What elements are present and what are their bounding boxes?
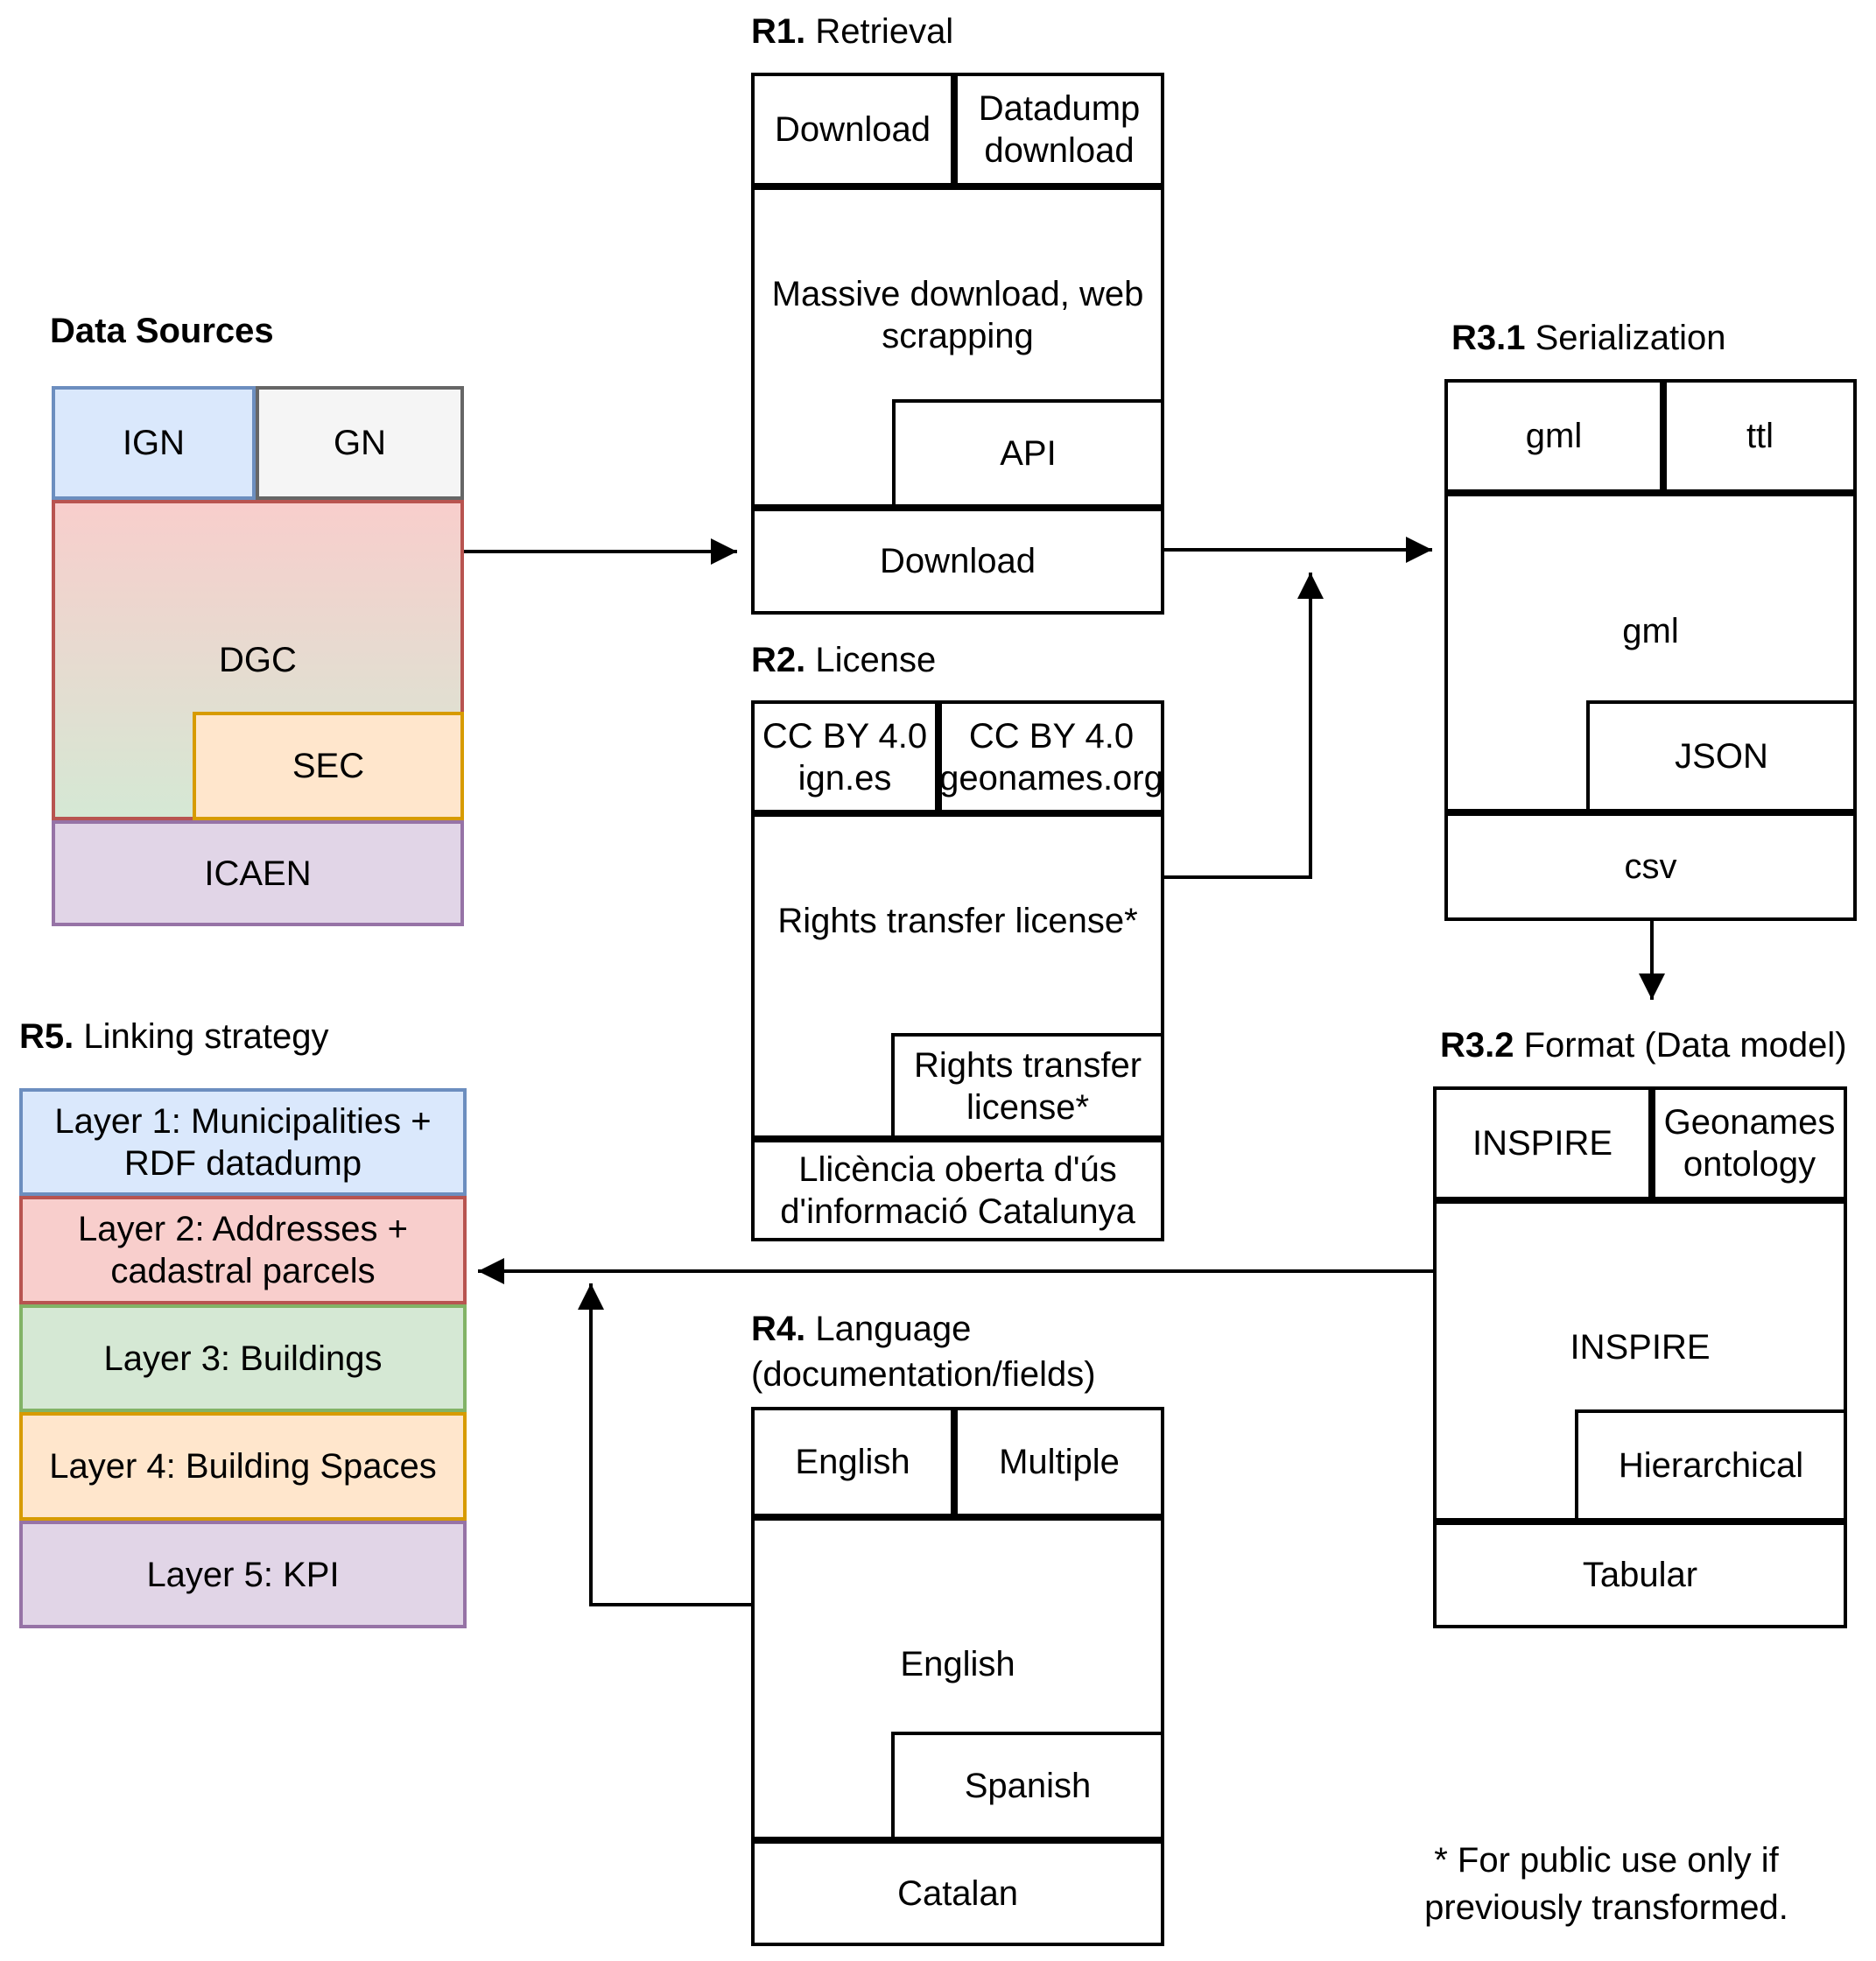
r32-inspire-big-cell: INSPIRE bbox=[1433, 1200, 1847, 1522]
r31-title-suffix: Serialization bbox=[1525, 319, 1726, 357]
r31-ttl-cell: ttl bbox=[1663, 379, 1857, 493]
r2-rights-transfer-small-cell: Rights transfer license* bbox=[891, 1033, 1164, 1139]
r4-title-prefix: R4. bbox=[751, 1310, 806, 1348]
r31-gml-top-cell: gml bbox=[1444, 379, 1663, 493]
data-sources-icaen-cell: ICAEN bbox=[52, 820, 464, 926]
r2-llicencia-cell: Llicència oberta d'ús d'informació Catal… bbox=[751, 1139, 1164, 1241]
r31-json-cell: JSON bbox=[1586, 700, 1857, 812]
r1-title-suffix: Retrieval bbox=[805, 12, 954, 51]
r1-download-top-cell: Download bbox=[751, 73, 954, 186]
r2-title-suffix: License bbox=[805, 641, 937, 679]
r4-english-big-cell: English bbox=[751, 1517, 1164, 1840]
data-sources-title: Data Sources bbox=[50, 312, 274, 350]
r31-title-prefix: R3.1 bbox=[1451, 319, 1526, 357]
r4-english-top-cell: English bbox=[751, 1407, 954, 1517]
r1-datadump-download-cell: Datadump download bbox=[954, 73, 1164, 186]
r2-cc-by-geonames-cell: CC BY 4.0 geonames.org bbox=[938, 700, 1164, 813]
arrow-r2-merge-up bbox=[1164, 573, 1324, 879]
r5-layer-1-cell: Layer 1: Municipalities + RDF datadump bbox=[19, 1088, 467, 1196]
r1-title-prefix: R1. bbox=[751, 12, 806, 51]
r31-csv-cell: csv bbox=[1444, 812, 1857, 921]
r5-layer-4-cell: Layer 4: Building Spaces bbox=[19, 1412, 467, 1521]
r4-title-suffix: Language bbox=[805, 1310, 972, 1348]
r4-catalan-cell: Catalan bbox=[751, 1840, 1164, 1946]
r5-layer-3-cell: Layer 3: Buildings bbox=[19, 1304, 467, 1412]
r2-cc-by-ign-cell: CC BY 4.0 ign.es bbox=[751, 700, 938, 813]
r32-title-suffix: Format (Data model) bbox=[1514, 1026, 1847, 1065]
r32-inspire-top-cell: INSPIRE bbox=[1433, 1086, 1652, 1200]
r5-title-prefix: R5. bbox=[19, 1017, 74, 1056]
r5-title: R5. Linking strategy bbox=[19, 1014, 329, 1059]
r4-title-line2: (documentation/fields) bbox=[751, 1355, 1096, 1394]
r5-title-suffix: Linking strategy bbox=[74, 1017, 329, 1056]
r2-title-prefix: R2. bbox=[751, 641, 806, 679]
r31-title: R3.1 Serialization bbox=[1451, 315, 1726, 361]
r1-download-bottom-cell: Download bbox=[751, 508, 1164, 615]
data-sources-gn-cell: GN bbox=[256, 386, 464, 500]
r32-geonames-ontology-cell: Geonames ontology bbox=[1652, 1086, 1847, 1200]
r5-layer-5-cell: Layer 5: KPI bbox=[19, 1521, 467, 1628]
r32-title-prefix: R3.2 bbox=[1440, 1026, 1514, 1065]
r4-spanish-cell: Spanish bbox=[891, 1732, 1164, 1840]
r4-title: R4. Language (documentation/fields) bbox=[751, 1306, 1096, 1397]
r32-title: R3.2 Format (Data model) bbox=[1440, 1023, 1847, 1068]
r32-tabular-cell: Tabular bbox=[1433, 1522, 1847, 1628]
r1-title: R1. Retrieval bbox=[751, 9, 953, 54]
data-sources-ign-cell: IGN bbox=[52, 386, 256, 500]
r2-title: R2. License bbox=[751, 637, 936, 683]
r4-multiple-cell: Multiple bbox=[954, 1407, 1164, 1517]
data-sources-sec-cell: SEC bbox=[193, 712, 464, 820]
r5-layer-2-cell: Layer 2: Addresses + cadastral parcels bbox=[19, 1196, 467, 1304]
footnote: * For public use only if previously tran… bbox=[1424, 1841, 1788, 1927]
arrow-r4-merge-up bbox=[578, 1283, 751, 1606]
r32-hierarchical-cell: Hierarchical bbox=[1575, 1409, 1847, 1522]
r1-api-cell: API bbox=[892, 399, 1164, 508]
